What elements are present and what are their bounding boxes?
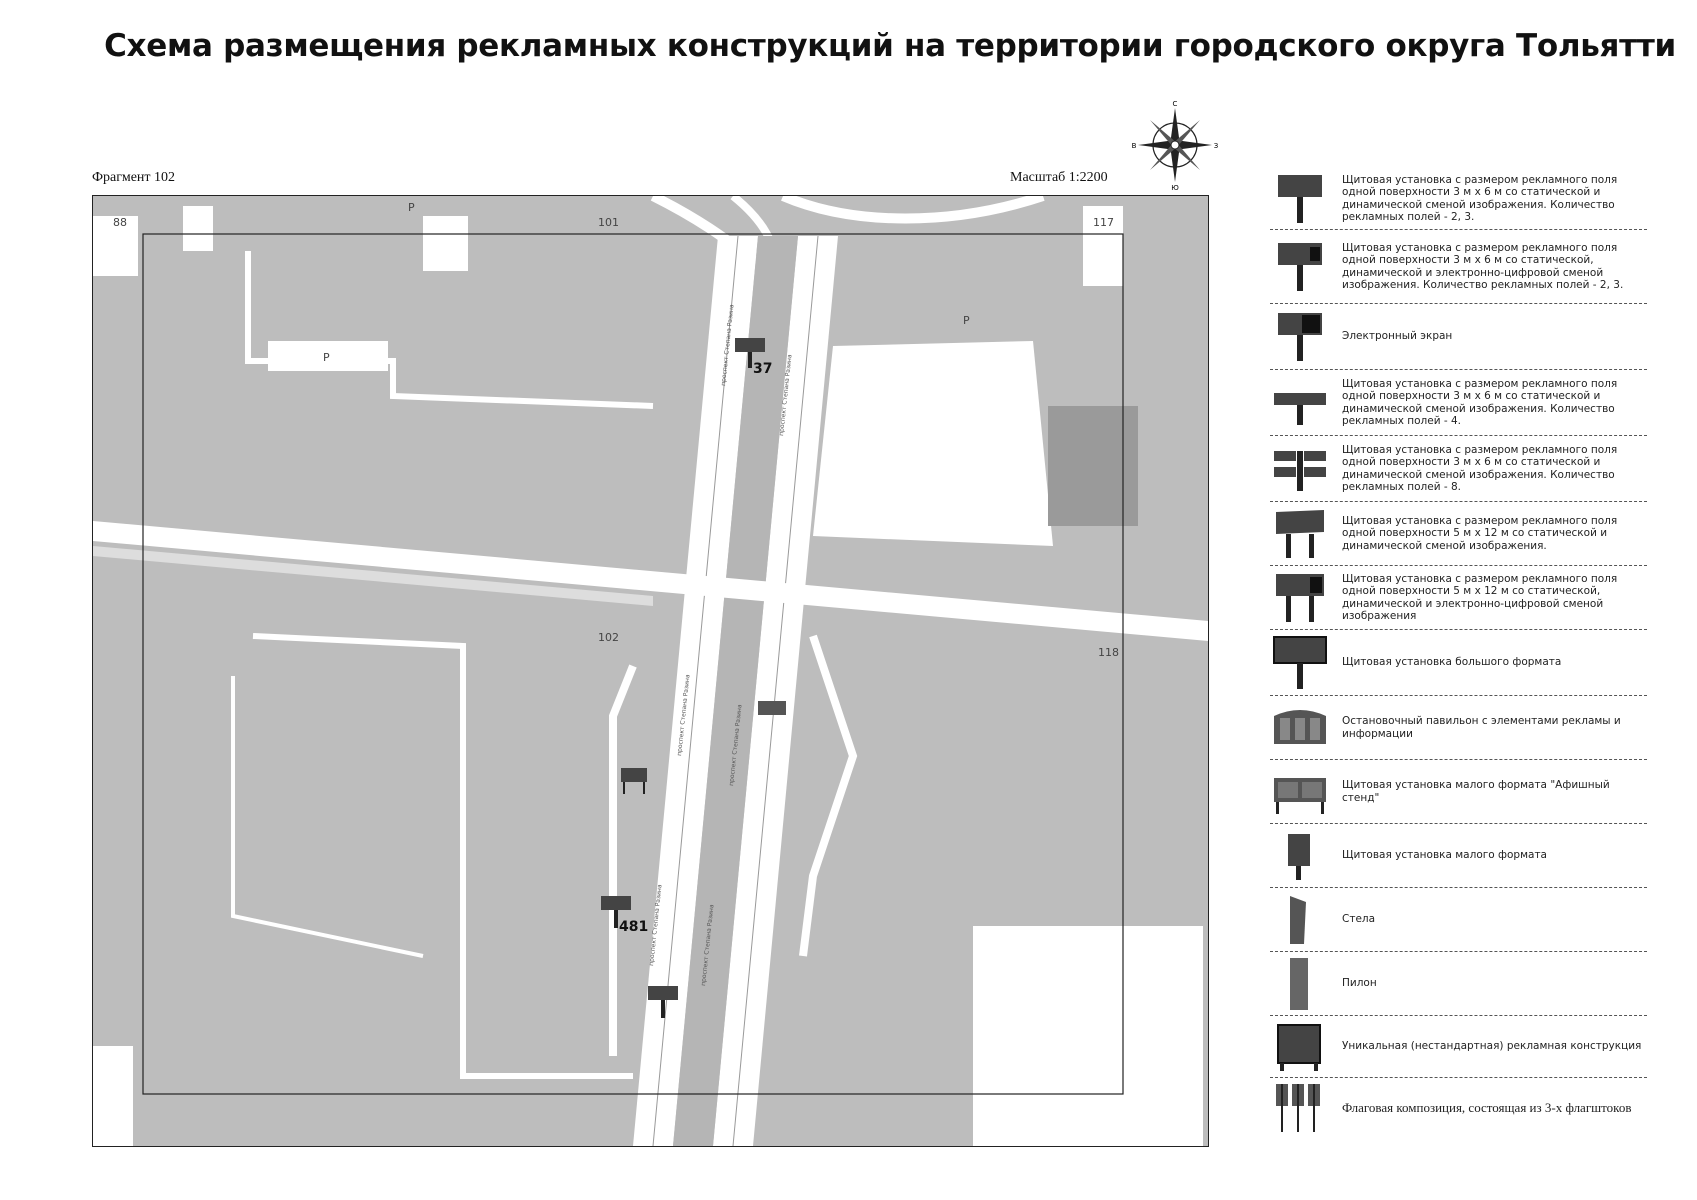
compass-south: Ю	[1171, 184, 1179, 190]
legend-text: Щитовая установка с размером рекламного …	[1342, 173, 1618, 224]
poster-stand-icon	[1274, 777, 1326, 814]
map-canvas: 88 101 117 102 118 P P P проспект Степан…	[93, 196, 1208, 1146]
small-format-billboard-icon	[1288, 833, 1310, 880]
legend-item: Стела	[1270, 888, 1647, 952]
legend-text: Стела	[1342, 913, 1376, 926]
compass-west: В	[1132, 142, 1137, 150]
bus-stop-pavilion-icon	[1274, 709, 1326, 744]
marker-label-37: 37	[753, 361, 772, 377]
block-number-118: 118	[1098, 646, 1119, 659]
block-number-101: 101	[598, 216, 619, 229]
bus-stop-pavilion-marker[interactable]	[758, 701, 786, 715]
billboard-marker-37[interactable]: 37	[735, 338, 772, 377]
legend-item: Щитовая установка с размером рекламного …	[1270, 168, 1647, 230]
block-number-117: 117	[1093, 216, 1114, 229]
block-number-102: 102	[598, 631, 619, 644]
legend-text: Щитовая установка с размером рекламного …	[1342, 443, 1618, 494]
billboard-marker[interactable]	[648, 986, 678, 1018]
page-title: Схема размещения рекламных конструкций н…	[104, 28, 1676, 64]
legend-item: Щитовая установка с размером рекламного …	[1270, 436, 1647, 502]
legend-item: Электронный экран	[1270, 304, 1647, 370]
billboard-3x6-digital-icon	[1278, 242, 1322, 291]
legend-text: Щитовая установка с размером рекламного …	[1342, 241, 1624, 292]
compass-rose-icon: С Ю В З	[1132, 100, 1219, 190]
legend-text: Уникальная (нестандартная) рекламная кон…	[1342, 1040, 1642, 1053]
legend-item: Остановочный павильон с элементами рекла…	[1270, 696, 1647, 760]
legend-item: Щитовая установка с размером рекламного …	[1270, 502, 1647, 566]
flag-composition-icon	[1276, 1084, 1320, 1132]
legend-text: Электронный экран	[1342, 330, 1453, 343]
legend-item: Флаговая композиция, состоящая из 3-х фл…	[1270, 1078, 1647, 1138]
legend-item: Щитовая установка большого формата	[1270, 630, 1647, 696]
electronic-screen-icon	[1278, 312, 1322, 361]
parking-mark: P	[323, 351, 330, 364]
poster-stand-marker[interactable]	[621, 768, 647, 794]
legend-text: Щитовая установка с размером рекламного …	[1342, 572, 1618, 623]
legend-item: Щитовая установка с размером рекламного …	[1270, 370, 1647, 436]
legend-text: Щитовая установка малого формата	[1342, 849, 1547, 862]
parking-mark: P	[408, 201, 415, 214]
legend: Щитовая установка с размером рекламного …	[1270, 168, 1647, 1138]
block-number-88: 88	[113, 216, 127, 229]
legend-text: Пилон	[1342, 977, 1377, 990]
legend-text: Щитовая установка большого формата	[1342, 656, 1562, 669]
legend-text: Флаговая композиция, состоящая из 3-х фл…	[1342, 1100, 1632, 1115]
billboard-marker-481[interactable]: 481	[601, 896, 648, 935]
unique-structure-icon	[1277, 1023, 1321, 1071]
legend-item: Щитовая установка малого формата	[1270, 824, 1647, 888]
marker-label-481: 481	[619, 919, 648, 935]
map-fragment[interactable]: 88 101 117 102 118 P P P проспект Степан…	[92, 195, 1209, 1147]
legend-item: Щитовая установка малого формата "Афишны…	[1270, 760, 1647, 824]
compass-north: С	[1173, 100, 1178, 108]
scale-label: Масштаб 1:2200	[1010, 170, 1108, 185]
parking-mark: P	[963, 314, 970, 327]
billboard-5x12-icon	[1276, 509, 1324, 558]
billboard-4-fields-icon	[1274, 392, 1326, 425]
billboard-8-fields-icon	[1274, 450, 1326, 491]
legend-text: Щитовая установка с размером рекламного …	[1342, 377, 1618, 428]
legend-item: Уникальная (нестандартная) рекламная кон…	[1270, 1016, 1647, 1078]
legend-item: Щитовая установка с размером рекламного …	[1270, 566, 1647, 630]
large-format-billboard-icon	[1273, 635, 1327, 689]
legend-text: Щитовая установка с размером рекламного …	[1342, 514, 1618, 552]
fragment-label: Фрагмент 102	[92, 170, 176, 185]
pylon-icon	[1290, 957, 1308, 1010]
legend-item: Щитовая установка с размером рекламного …	[1270, 230, 1647, 304]
legend-text: Щитовая установка малого формата "Афишны…	[1342, 779, 1610, 804]
legend-item: Пилон	[1270, 952, 1647, 1016]
legend-text: Остановочный павильон с элементами рекла…	[1342, 715, 1621, 740]
billboard-5x12-digital-icon	[1276, 573, 1324, 622]
compass-east: З	[1214, 142, 1219, 150]
billboard-3x6-icon	[1278, 174, 1322, 223]
stele-icon	[1290, 895, 1306, 944]
